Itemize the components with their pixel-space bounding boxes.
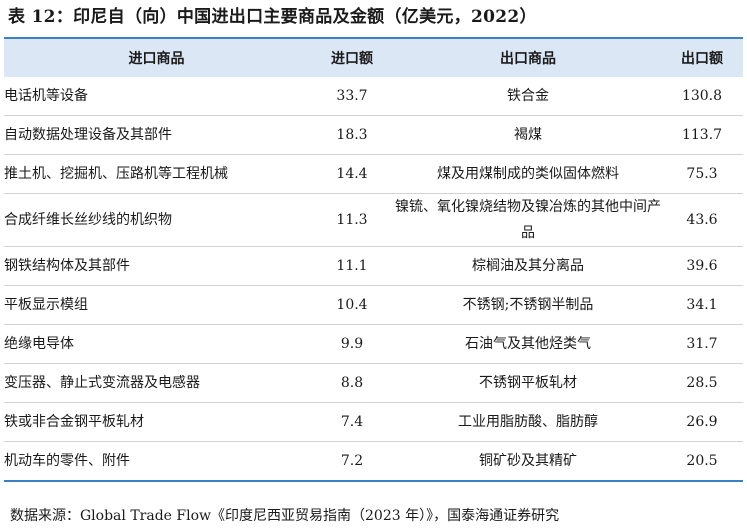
import-amount-cell: 8.8 xyxy=(309,363,395,403)
import-amount-cell: 9.9 xyxy=(309,324,395,364)
import-goods-cell: 自动数据处理设备及其部件 xyxy=(4,115,309,155)
import-goods-cell: 钢铁结构体及其部件 xyxy=(4,246,309,286)
import-goods-cell: 平板显示模组 xyxy=(4,285,309,325)
import-amount-cell: 14.4 xyxy=(309,154,395,194)
export-goods-cell: 铜矿砂及其精矿 xyxy=(395,441,661,481)
table-row: 平板显示模组 10.4 不锈钢;不锈钢半制品 34.1 xyxy=(4,285,743,325)
table-row: 变压器、静止式变流器及电感器 8.8 不锈钢平板轧材 28.5 xyxy=(4,363,743,403)
table-row: 钢铁结构体及其部件 11.1 棕榈油及其分离品 39.6 xyxy=(4,246,743,286)
export-goods-cell: 褐煤 xyxy=(395,115,661,155)
export-amount-cell: 130.8 xyxy=(681,88,723,104)
export-amount-cell: 28.5 xyxy=(661,363,743,403)
import-goods-cell: 合成纤维长丝纱线的机织物 xyxy=(4,193,309,247)
table-header-row: 进口商品 进口额 出口商品 出口额 xyxy=(4,38,743,77)
export-goods-cell: 工业用脂肪酸、脂肪醇 xyxy=(395,402,661,442)
export-amount-cell: 26.9 xyxy=(661,402,743,442)
export-goods-cell: 石油气及其他烃类气 xyxy=(395,324,661,364)
table-row: 机动车的零件、附件 7.2 铜矿砂及其精矿 20.5 xyxy=(4,441,743,481)
import-goods-cell: 推土机、挖掘机、压路机等工程机械 xyxy=(4,154,309,194)
export-goods-cell: 不锈钢平板轧材 xyxy=(395,363,661,403)
import-amount-cell: 10.4 xyxy=(309,285,395,325)
import-goods-cell: 变压器、静止式变流器及电感器 xyxy=(4,363,309,403)
header-export-amount: 出口额 xyxy=(661,38,743,77)
import-amount-cell: 18.3 xyxy=(309,115,395,155)
export-amount-cell: 20.5 xyxy=(661,441,743,481)
import-amount-cell: 7.2 xyxy=(309,441,395,481)
import-amount-cell: 7.4 xyxy=(309,402,395,442)
export-goods-cell: 不锈钢;不锈钢半制品 xyxy=(395,285,661,325)
header-import-amount: 进口额 xyxy=(309,38,395,77)
export-goods-cell: 棕榈油及其分离品 xyxy=(395,246,661,286)
export-amount-cell: 39.6 xyxy=(661,246,743,286)
table-row: 铁或非合金钢平板轧材 7.4 工业用脂肪酸、脂肪醇 26.9 xyxy=(4,402,743,442)
import-goods-cell: 电话机等设备 xyxy=(4,88,88,104)
import-goods-cell: 机动车的零件、附件 xyxy=(4,441,309,481)
header-import-goods: 进口商品 xyxy=(4,38,309,77)
table-row: 推土机、挖掘机、压路机等工程机械 14.4 煤及用煤制成的类似固体燃料 75.3 xyxy=(4,154,743,194)
table-row: 电话机等设备 33.7 铁合金 130.8 xyxy=(4,77,743,116)
header-export-goods: 出口商品 xyxy=(395,38,661,77)
import-goods-cell: 铁或非合金钢平板轧材 xyxy=(4,402,309,442)
data-source-note: 数据来源：Global Trade Flow《印度尼西亚贸易指南（2023 年）… xyxy=(10,508,560,524)
export-goods-cell: 煤及用煤制成的类似固体燃料 xyxy=(395,154,661,194)
import-amount-cell: 33.7 xyxy=(336,88,368,104)
export-amount-cell: 34.1 xyxy=(661,285,743,325)
import-amount-cell: 11.1 xyxy=(309,246,395,286)
table-row: 合成纤维长丝纱线的机织物 11.3 镍锍、氧化镍烧结物及镍冶炼的其他中间产品 4… xyxy=(4,193,743,247)
trade-table: 进口商品 进口额 出口商品 出口额 电话机等设备 33.7 铁合金 130.8 … xyxy=(4,37,743,482)
import-goods-cell: 绝缘电导体 xyxy=(4,324,309,364)
export-goods-cell: 铁合金 xyxy=(507,88,549,104)
table-title: 表 12：印尼自（向）中国进出口主要商品及金额（亿美元，2022） xyxy=(8,7,537,27)
export-amount-cell: 31.7 xyxy=(661,324,743,364)
export-amount-cell: 75.3 xyxy=(661,154,743,194)
export-goods-cell: 镍锍、氧化镍烧结物及镍冶炼的其他中间产品 xyxy=(395,193,661,247)
table-row: 绝缘电导体 9.9 石油气及其他烃类气 31.7 xyxy=(4,324,743,364)
export-amount-cell: 43.6 xyxy=(661,193,743,247)
import-amount-cell: 11.3 xyxy=(309,193,395,247)
table-row: 自动数据处理设备及其部件 18.3 褐煤 113.7 xyxy=(4,115,743,155)
export-amount-cell: 113.7 xyxy=(661,115,743,155)
